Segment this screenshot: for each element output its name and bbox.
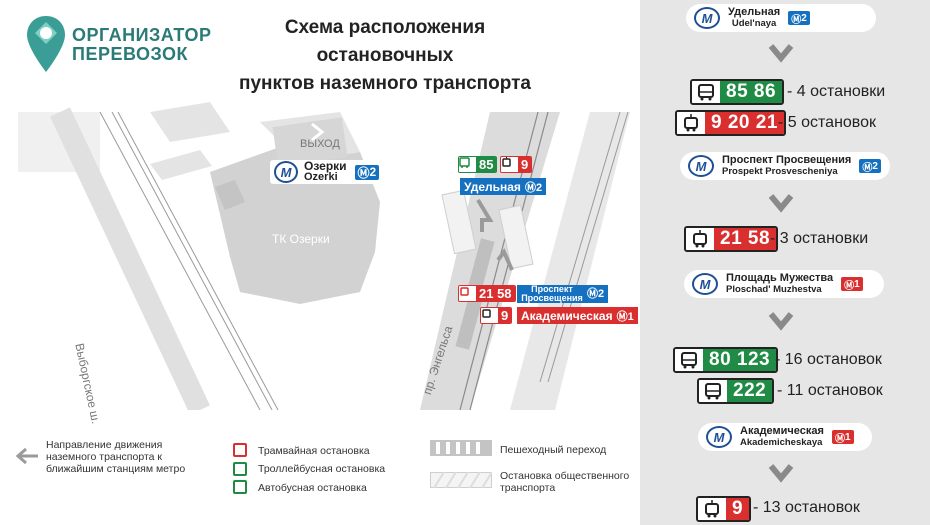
- station-prosveshcheniya: M Проспект Просвещения Prospekt Prosvesc…: [680, 152, 890, 180]
- legend-stop-area-icon: [430, 472, 492, 488]
- direction-name: Проспект Просвещения: [521, 284, 583, 303]
- legend-trolley: Троллейбусная остановка: [258, 463, 386, 475]
- route-stop-count: - 3 остановки: [770, 230, 869, 247]
- tram-route-number: 9: [518, 157, 532, 172]
- route-stop-count: - 16 остановок: [775, 351, 882, 368]
- route-bus-80-123: 80 123: [673, 347, 779, 373]
- legend-tram-icon: [233, 443, 247, 457]
- brand-line-1: ОРГАНИЗАТОР: [72, 25, 212, 45]
- stop-direction-udelnaya: Удельная Ⓜ2: [460, 178, 547, 195]
- map-background: [18, 102, 630, 410]
- bus-icon: [459, 157, 476, 172]
- brand-logo: ОРГАНИЗАТОР ПЕРЕВОЗОК: [24, 14, 211, 76]
- title-line-2: пунктов наземного транспорта: [239, 73, 531, 94]
- mall-label: ТК Озерки: [272, 232, 330, 246]
- down-arrow-icon: [768, 312, 794, 331]
- bus-icon: [699, 380, 727, 402]
- tram-icon: [481, 308, 498, 323]
- stop-direction-akademicheskaya: Академическая Ⓜ1: [517, 307, 638, 324]
- route-numbers: 222: [727, 380, 773, 402]
- down-arrow-icon: [768, 464, 794, 483]
- tram-icon: [459, 286, 476, 301]
- route-numbers: 9: [726, 498, 750, 520]
- metro-icon: M: [706, 426, 732, 448]
- metro-icon: M: [692, 273, 718, 295]
- route-stop-count: - 13 остановок: [753, 499, 860, 516]
- metro-icon: M: [694, 7, 720, 29]
- direction-name: Удельная: [464, 179, 521, 194]
- line-badge: Ⓜ2: [524, 181, 543, 194]
- station-name-en: Akademicheskaya: [740, 437, 823, 448]
- brand-line-2: ПЕРЕВОЗОК: [72, 44, 189, 64]
- direction-arrow-icon: [15, 447, 38, 465]
- route-numbers: 21 58: [714, 228, 777, 250]
- ozerki-name-en: Ozerki: [304, 171, 338, 183]
- route-numbers: 80 123: [703, 349, 777, 371]
- route-bus-222: 222: [697, 378, 775, 404]
- legend-crosswalk: Пешеходный переход: [500, 444, 607, 456]
- route-tram-9-20-21: 9 20 21: [675, 110, 786, 136]
- legend-tram: Трамвайная остановка: [258, 445, 370, 457]
- bus-stop-badge: 85: [458, 156, 498, 173]
- route-stop-count: - 5 остановок: [778, 114, 877, 131]
- exit-label: ВЫХОД: [300, 138, 340, 150]
- ozerki-name-ru: Озерки: [304, 159, 347, 173]
- down-arrow-icon: [768, 194, 794, 213]
- station-name-ru: Проспект Просвещения: [722, 154, 852, 166]
- legend-direction: Направление движения наземного транспорт…: [46, 439, 186, 475]
- legend-stop-area: Остановка общественного транспорта: [500, 470, 630, 494]
- route-stop-count: - 4 остановки: [787, 83, 886, 100]
- metro-icon: M: [688, 155, 714, 177]
- route-numbers: 85 86: [720, 81, 783, 103]
- tram-icon: [698, 498, 726, 520]
- tram-stop-badge-academ: 9: [480, 307, 513, 324]
- down-arrow-icon: [768, 44, 794, 63]
- tram-icon: [501, 157, 518, 172]
- legend-trolley-icon: [233, 462, 247, 476]
- area-map: ВЫХОД ТК Озерки Выборгское ш. пр. Энгель…: [0, 92, 640, 425]
- station-name-ru: Академическая: [740, 425, 824, 437]
- route-stop-count: - 11 остановок: [777, 382, 883, 399]
- route-bus-85-86: 85 86: [690, 79, 785, 105]
- station-name-en: Prospekt Prosvescheniya: [722, 166, 838, 177]
- bus-route-number: 85: [476, 157, 497, 172]
- route-tram-9: 9: [696, 496, 752, 522]
- legend-crosswalk-icon: [430, 440, 492, 456]
- station-name-ru: Удельная: [728, 6, 781, 18]
- tram-stop-badge: 9: [500, 156, 533, 173]
- station-ploshchad-muzhestva: M Площадь Мужества Ploschad' Muzhestva Ⓜ…: [684, 270, 884, 298]
- legend-bus: Автобусная остановка: [258, 482, 367, 494]
- tram-route-number: 9: [498, 308, 512, 323]
- title-line-1: Схема расположения остановочных: [284, 17, 486, 66]
- legend-bus-icon: [233, 480, 247, 494]
- tram-icon: [686, 228, 714, 250]
- page-title: Схема расположения остановочных пунктов …: [215, 14, 555, 98]
- station-name-ru: Площадь Мужества: [726, 272, 834, 284]
- location-pin-icon: [27, 16, 65, 72]
- route-tram-21-58: 21 58: [684, 226, 779, 252]
- direction-name: Академическая: [521, 308, 613, 323]
- station-name-en: Ploschad' Muzhestva: [726, 284, 822, 295]
- line-badge: Ⓜ1: [616, 310, 634, 323]
- bus-icon: [692, 81, 720, 103]
- line-badge: Ⓜ2: [587, 288, 605, 300]
- stop-direction-prosveshcheniya: Проспект Просвещения Ⓜ2: [517, 284, 609, 303]
- tram-icon: [677, 112, 705, 134]
- tram-stop-badge-south: 21 58: [458, 285, 516, 302]
- route-numbers: 9 20 21: [705, 112, 784, 134]
- station-name-en: Udel'naya: [731, 18, 777, 29]
- metro-icon: M: [274, 161, 298, 183]
- route-numbers: 21 58: [476, 286, 515, 301]
- bus-icon: [675, 349, 703, 371]
